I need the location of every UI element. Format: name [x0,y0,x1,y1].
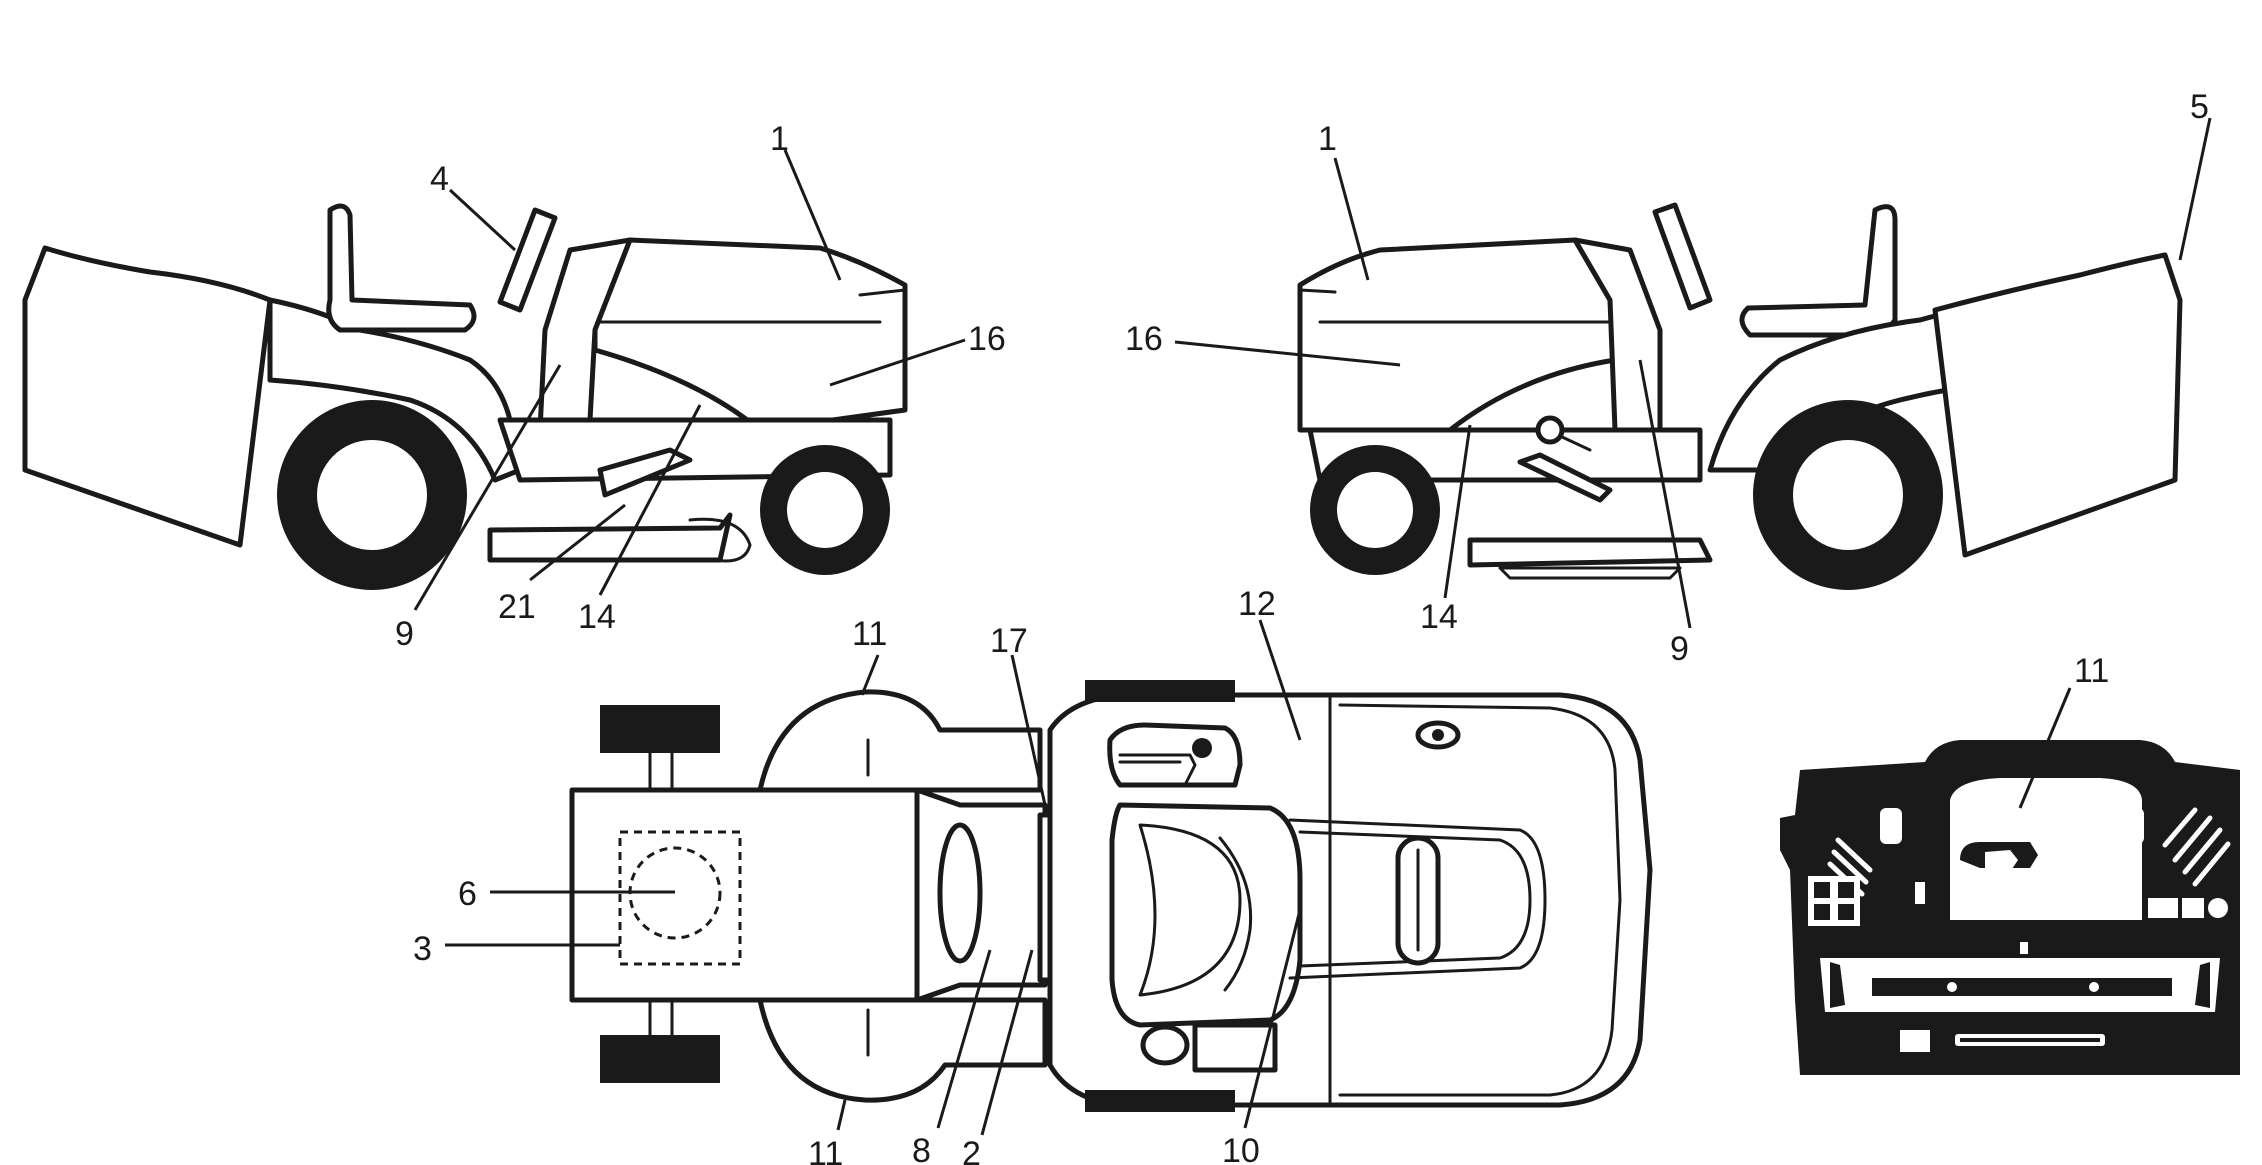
left-cutting-deck [487,512,733,563]
callout-top-11-upper: 11 [852,615,887,653]
right-side-view: 1 5 16 14 9 [1125,88,2212,668]
top-rear-tire-upper [600,705,720,753]
callout-left-1: 1 [770,120,789,158]
left-hood [592,237,908,433]
top-view: 11 17 12 6 3 11 8 2 10 [413,585,1653,1165]
callout-right-5: 5 [2190,88,2209,126]
callout-right-9: 9 [1670,630,1689,668]
right-hood [1297,237,1618,433]
callout-left-14: 14 [578,598,616,636]
left-grass-bag [22,245,273,548]
callout-top-17: 17 [990,622,1028,660]
top-rear-tire-lower [600,1035,720,1083]
right-cutting-deck [1467,537,1713,568]
left-pedal [597,447,693,498]
callout-left-9: 9 [395,615,414,653]
callout-top-3: 3 [413,930,432,968]
callout-right-1: 1 [1318,120,1337,158]
top-rear-fender-upper [757,689,1043,793]
callout-left-4: 4 [430,160,449,198]
callout-right-14: 14 [1420,598,1458,636]
right-seat [1739,204,1898,338]
top-dashed-area [618,830,742,966]
top-grass-bag [569,787,920,1003]
callout-panel-11: 11 [2074,652,2109,690]
callout-left-16: 16 [968,320,1006,358]
right-grass-bag [1932,252,2183,558]
top-rear-fender-lower [757,997,1048,1103]
callout-top-8: 8 [912,1132,931,1165]
left-steering-wheel [497,207,558,313]
callout-top-12: 12 [1238,585,1276,623]
right-pedal [1517,452,1613,503]
left-side-view: 1 4 16 9 21 14 [22,120,1006,653]
callout-right-16: 16 [1125,320,1163,358]
callout-top-6: 6 [458,875,477,913]
control-panel-view: 11 [1780,652,2240,1075]
callout-top-2: 2 [962,1135,981,1165]
callout-left-21: 21 [498,588,536,626]
right-steering-wheel [1652,202,1713,311]
left-seat [326,203,477,333]
callout-top-10: 10 [1222,1132,1260,1165]
callout-top-11-lower: 11 [808,1135,843,1165]
